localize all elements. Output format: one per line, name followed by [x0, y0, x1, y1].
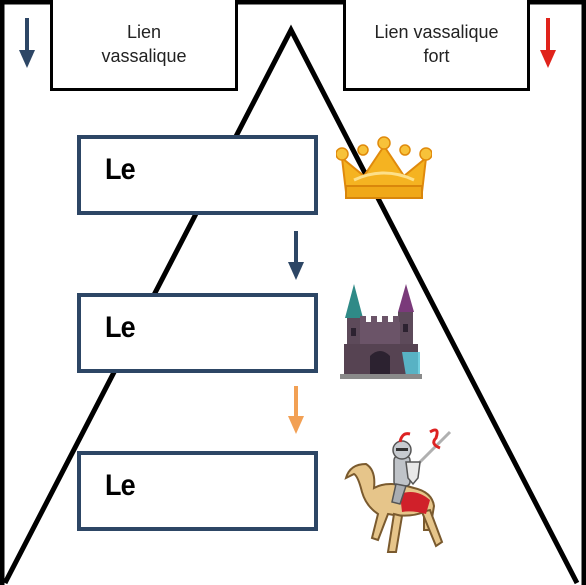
tier-box-knight[interactable]: Le — [77, 451, 318, 531]
tier-box-lord[interactable]: Le — [77, 293, 318, 373]
legend-strong-link-label: Lien vassalique fort — [374, 22, 499, 66]
tier-label-king: Le — [105, 153, 136, 186]
legend-strong-link: Lien vassalique fort — [343, 0, 530, 91]
tier-arrow-1 — [288, 231, 304, 280]
legend-weak-link: Lien vassalique — [50, 0, 238, 91]
legend-weak-link-label: Lien vassalique — [101, 22, 187, 66]
crown-icon — [336, 136, 432, 199]
pyramid-triangle — [2, 24, 580, 585]
tier-box-king[interactable]: Le — [77, 135, 318, 215]
tier-label-knight: Le — [105, 469, 136, 502]
right-down-arrow — [540, 18, 556, 68]
knight-icon — [344, 428, 452, 553]
left-down-arrow — [19, 18, 35, 68]
tier-label-lord: Le — [105, 311, 136, 344]
castle-icon — [340, 284, 422, 379]
tier-arrow-2 — [288, 386, 304, 434]
